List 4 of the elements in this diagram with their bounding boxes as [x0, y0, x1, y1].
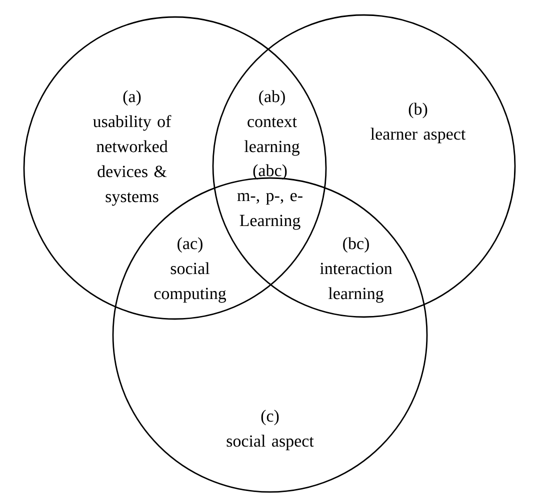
- region-label: (ab) context learning: [244, 90, 300, 156]
- region-label: (abc) m-, p-, e- Learning: [237, 164, 302, 230]
- region-label: (bc) interaction learning: [320, 237, 392, 303]
- region-label: (ac) social computing: [154, 237, 226, 303]
